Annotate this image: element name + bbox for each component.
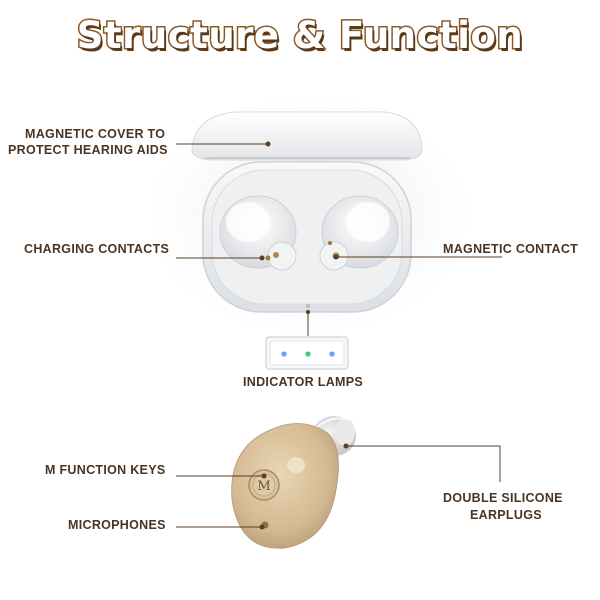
label-magnetic-contact: MAGNETIC CONTACT — [443, 242, 579, 256]
leader-end-dots — [259, 141, 349, 530]
indicator-lamp-blue — [329, 351, 335, 357]
label-double-silicone-line2: EARPLUGS — [470, 508, 542, 522]
label-indicator-lamps: INDICATOR LAMPS — [243, 375, 364, 389]
label-magnetic-cover-line1: MAGNETIC COVER TO — [25, 127, 166, 141]
label-magnetic-cover-line2: PROTECT HEARING AIDS — [8, 143, 168, 157]
indicator-lamp-green — [305, 351, 311, 357]
label-microphones: MICROPHONES — [68, 518, 166, 532]
label-charging-contacts: CHARGING CONTACTS — [24, 242, 170, 256]
m-function-key: M — [248, 469, 280, 501]
leader-line-earplug — [346, 445, 501, 482]
magnetic-cover — [191, 111, 423, 161]
page-title: Structure & Function — [75, 13, 524, 59]
hearing-aid: M — [231, 416, 356, 549]
left-charging-cup — [219, 195, 297, 271]
charging-contact-dot — [273, 252, 279, 258]
indicator-lamp-blue — [281, 351, 287, 357]
label-double-silicone-line1: DOUBLE SILICONE — [443, 491, 563, 505]
charging-case — [202, 161, 412, 313]
m-key-glyph: M — [257, 479, 270, 494]
indicator-lamps — [265, 336, 349, 370]
leader-lines — [176, 143, 502, 528]
charging-contact-dot — [265, 255, 271, 261]
label-m-function-keys: M FUNCTION KEYS — [45, 463, 166, 477]
